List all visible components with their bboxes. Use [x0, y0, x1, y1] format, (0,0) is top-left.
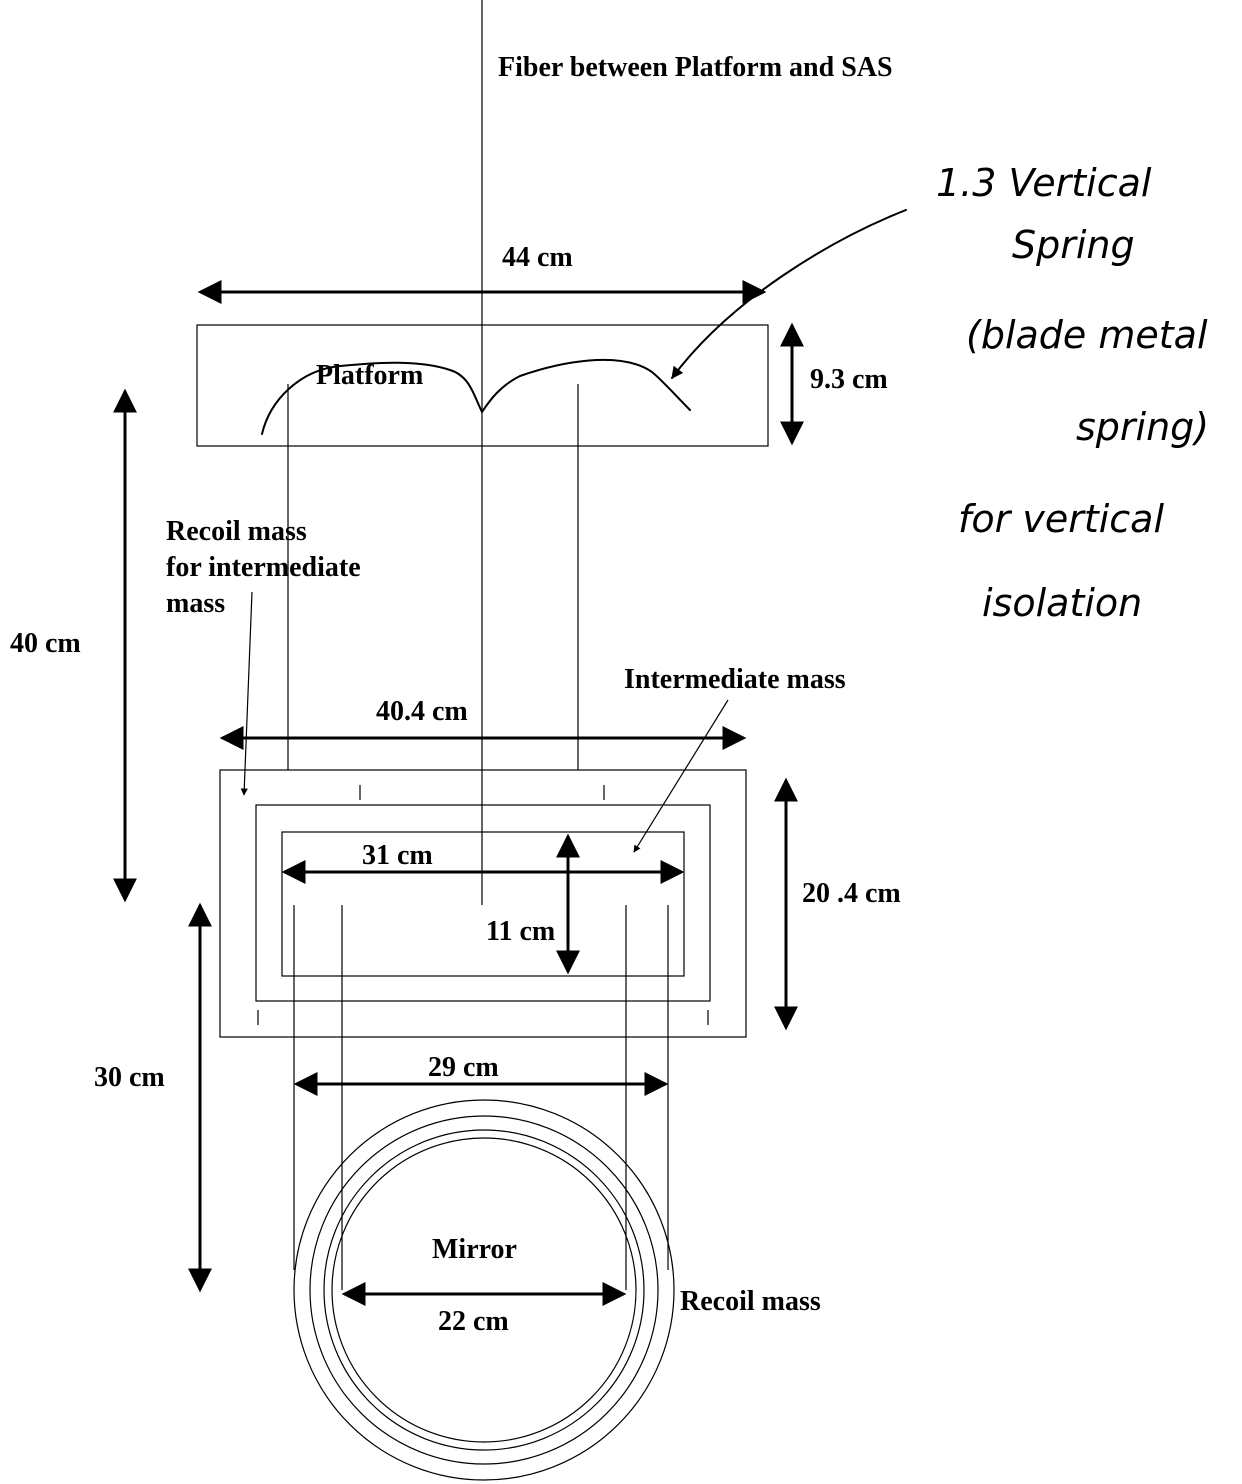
recoil-im-label-2: for intermediate	[166, 552, 361, 583]
mirror-diameter-label: 22 cm	[438, 1306, 509, 1337]
platform-to-recoil-label: 40 cm	[10, 628, 81, 659]
intermediate-width-label: 31 cm	[362, 840, 433, 871]
mirror-suspension-label: 30 cm	[94, 1062, 165, 1093]
note-pointer-arrow	[671, 209, 907, 379]
intermediate-mass-pointer	[633, 699, 729, 853]
intermediate-height-label: 11 cm	[486, 916, 555, 947]
note-line-4: spring)	[1076, 405, 1209, 449]
recoil-width-label: 40.4 cm	[376, 696, 468, 727]
intermediate-mass-label: Intermediate mass	[624, 664, 846, 695]
note-line-1: 1.3 Vertical	[936, 161, 1152, 205]
recoil-mass-label: Recoil mass	[680, 1286, 821, 1317]
wire-spacing-label: 29 cm	[428, 1052, 499, 1083]
recoil-height-label: 20 .4 cm	[802, 878, 901, 909]
platform-box	[196, 324, 769, 447]
fiber-label: Fiber between Platform and SAS	[498, 52, 893, 83]
recoil-mass-ring-inner	[309, 1115, 659, 1465]
platform-height-label: 9.3 cm	[810, 364, 888, 395]
blade-spring-sketch	[261, 358, 691, 435]
recoil-im-pointer	[240, 591, 253, 796]
note-line-2: Spring	[1012, 223, 1135, 267]
recoil-mass-ring-outer	[293, 1099, 675, 1481]
intermediate-mass-box	[281, 831, 685, 977]
mirror-circle-outer	[323, 1129, 645, 1451]
recoil-im-label-1: Recoil mass	[166, 516, 307, 547]
platform-width-label: 44 cm	[502, 242, 573, 273]
recoil-im-label-3: mass	[166, 588, 225, 619]
note-line-6: isolation	[982, 581, 1142, 625]
mirror-circle	[331, 1137, 637, 1443]
note-line-5: for vertical	[958, 497, 1164, 541]
note-line-3: (blade metal	[966, 313, 1208, 357]
recoil-inner-box	[255, 804, 711, 1002]
mirror-label: Mirror	[432, 1234, 517, 1265]
recoil-outer-box	[219, 769, 747, 1038]
platform-label: Platform	[316, 360, 423, 391]
